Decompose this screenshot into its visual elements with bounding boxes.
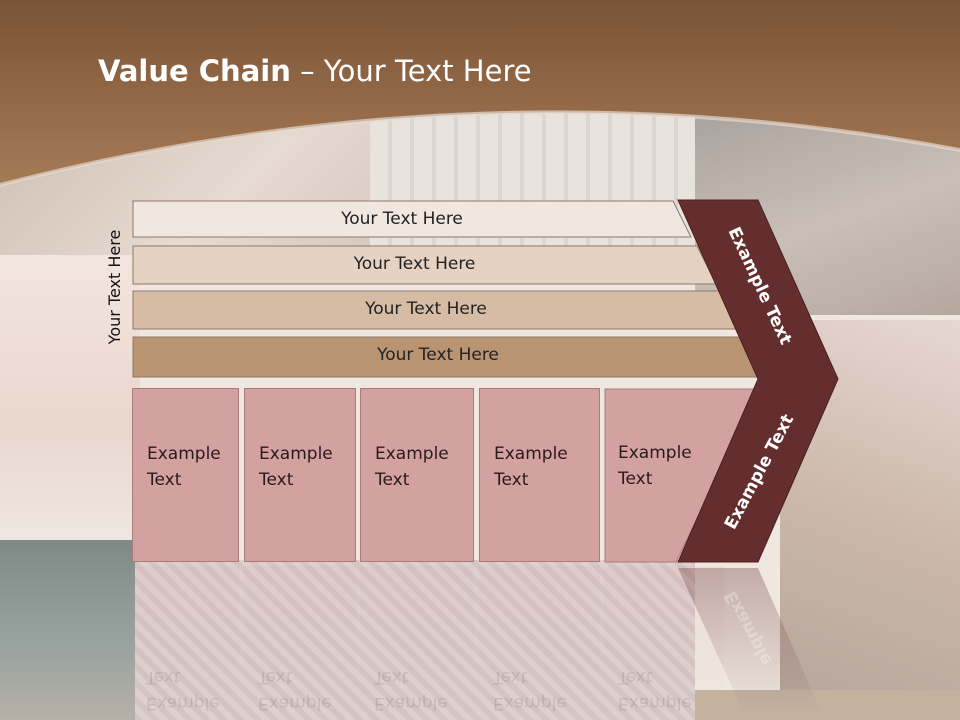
vertical-label: Your Text Here <box>105 229 124 345</box>
activity-box-3-line1: Example <box>375 444 449 464</box>
support-bar-3-label: Your Text Here <box>365 299 487 319</box>
slide-title: Value Chain – Your Text Here <box>98 54 532 88</box>
support-bar-1[interactable]: Your Text Here <box>132 200 692 238</box>
reflection-box-3-line1: Example <box>374 693 448 713</box>
reflection-box-1-line1: Example <box>146 693 220 713</box>
reflection-box-2: Example Text <box>244 566 356 716</box>
reflection-box-1-line2: Text <box>146 667 181 687</box>
header-band <box>0 0 960 187</box>
reflection-box-2-line1: Example <box>258 693 332 713</box>
activity-box-4[interactable]: Example Text <box>479 388 600 562</box>
activity-box-2[interactable]: Example Text <box>244 388 356 562</box>
activity-box-2-line1: Example <box>259 444 333 464</box>
support-bar-4-label: Your Text Here <box>377 345 499 365</box>
reflection-box-2-line2: Text <box>258 667 293 687</box>
reflection-box-4: Example Text <box>479 566 600 716</box>
activity-box-1[interactable]: Example Text <box>132 388 239 562</box>
activity-box-1-line2: Text <box>147 470 182 490</box>
margin-chevron[interactable] <box>672 196 842 566</box>
title-bold: Value Chain <box>98 54 291 88</box>
support-bar-2-label: Your Text Here <box>353 254 476 274</box>
margin-chevron-reflection <box>678 568 824 718</box>
reflection-box-4-line2: Text <box>493 667 528 687</box>
support-bar-4[interactable]: Your Text Here <box>132 336 764 378</box>
activity-box-5-line1: Example <box>618 443 692 463</box>
activity-box-1-line1: Example <box>147 444 221 464</box>
activity-box-4-line2: Text <box>494 470 529 490</box>
photo-pen-hand <box>0 255 140 540</box>
support-bar-1-shape <box>132 200 692 238</box>
support-bar-3[interactable]: Your Text Here <box>132 290 740 330</box>
reflection-box-3-line2: Text <box>374 667 409 687</box>
photo-blackboard <box>0 540 135 720</box>
activity-box-3[interactable]: Example Text <box>360 388 474 562</box>
activity-box-2-line2: Text <box>259 470 294 490</box>
activity-box-5-line2: Text <box>618 469 653 489</box>
support-bar-1-label: Your Text Here <box>341 209 463 229</box>
support-bar-2[interactable]: Your Text Here <box>132 245 717 285</box>
activity-box-5-shape <box>604 388 761 563</box>
activity-box-4-line1: Example <box>494 444 568 464</box>
reflection-box-4-line1: Example <box>493 693 567 713</box>
reflection-box-1: Example Text <box>132 566 239 716</box>
title-rest: – Your Text Here <box>290 54 532 88</box>
activity-box-5[interactable]: Example Text <box>604 388 754 562</box>
photo-student <box>135 560 695 720</box>
reflection-box-3: Example Text <box>360 566 474 716</box>
activity-box-3-line2: Text <box>375 470 410 490</box>
